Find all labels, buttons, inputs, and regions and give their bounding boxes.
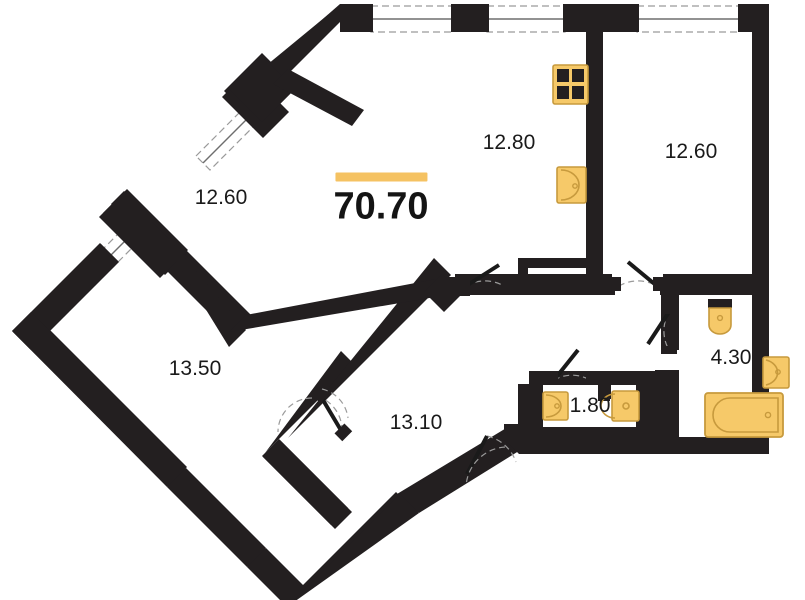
wall-wc-bottom xyxy=(530,427,658,440)
wall-x1 xyxy=(331,339,452,460)
window-group xyxy=(45,5,741,321)
door-hall-upper xyxy=(321,388,349,419)
fixture-group xyxy=(542,64,790,438)
door-kitchen xyxy=(462,263,510,291)
door-living-room xyxy=(312,385,353,442)
room-label-bedroom-upper-left: 12.60 xyxy=(194,186,248,209)
wall-lh-up-real xyxy=(265,351,354,453)
room-label-living-room: 13.50 xyxy=(168,357,222,380)
room-label-hall: 13.10 xyxy=(389,411,443,434)
door-wc xyxy=(550,348,594,385)
sink-kitchen-icon xyxy=(556,166,587,204)
window-top-1 xyxy=(370,5,454,33)
door-hall-left xyxy=(277,397,313,433)
stove-icon xyxy=(552,64,589,105)
window-top-2 xyxy=(486,5,566,33)
door-hall-ne xyxy=(465,435,517,475)
door-bedroom-right xyxy=(613,260,661,291)
total-area-block: 70.70 xyxy=(333,172,429,228)
door-bathroom xyxy=(646,306,677,354)
room-label-bedroom-right: 12.60 xyxy=(664,140,718,163)
wall-final xyxy=(12,4,769,600)
room-label-bathroom: 4.30 xyxy=(710,346,752,369)
toilet-bathroom-icon xyxy=(708,299,732,335)
toilet-wc-icon xyxy=(600,390,640,422)
door-group xyxy=(277,260,677,487)
total-area-accent-bar xyxy=(335,172,427,182)
room-label-kitchen: 12.80 xyxy=(482,131,536,154)
sink-wc-icon xyxy=(542,391,569,421)
sink-bathroom-icon xyxy=(762,356,790,389)
room-label-wc: 1.80 xyxy=(569,394,611,417)
window-top-3 xyxy=(636,5,741,33)
total-area-value: 70.70 xyxy=(333,185,429,228)
bathtub-icon xyxy=(704,392,784,438)
door-entry xyxy=(465,446,506,487)
